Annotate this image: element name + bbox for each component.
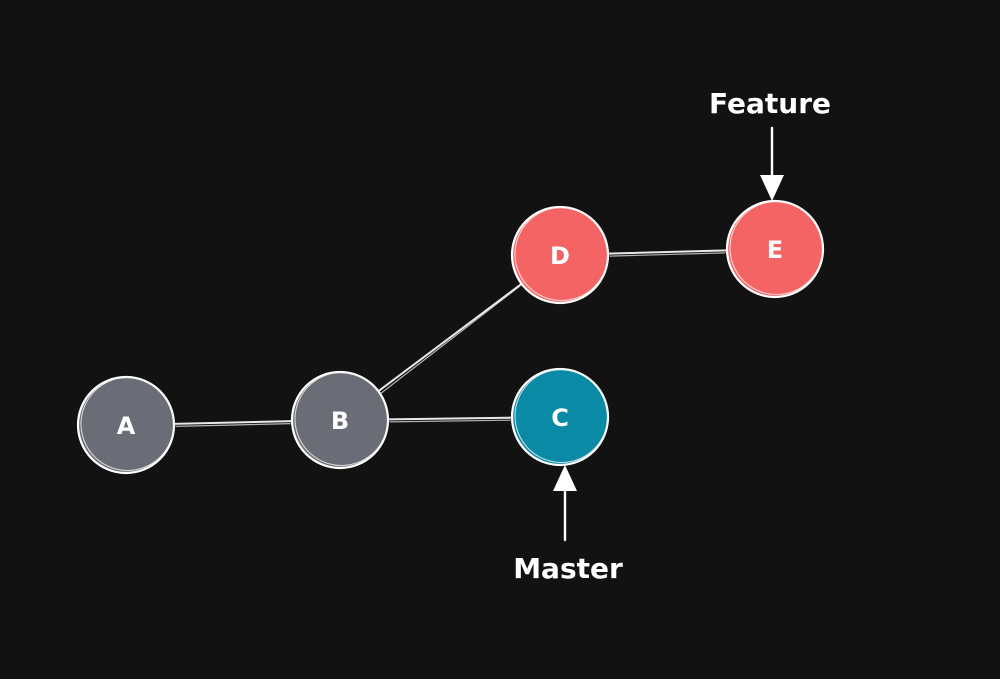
edge-b-d-sketch <box>379 285 521 395</box>
commit-label-c: C <box>551 404 569 432</box>
commit-node-c[interactable]: C <box>510 367 610 467</box>
branch-pointer-master[interactable]: Master <box>513 465 623 585</box>
commit-label-b: B <box>331 407 349 435</box>
edge-a-b <box>172 420 294 425</box>
commit-node-a[interactable]: A <box>76 375 176 475</box>
commit-circle-d-sketch <box>514 206 609 302</box>
edges-layer <box>172 249 729 427</box>
branch-label-master: Master <box>513 552 623 585</box>
edge-d-e <box>606 249 729 255</box>
commit-label-e: E <box>767 236 783 264</box>
arrow-up-icon <box>553 465 577 491</box>
branch-pointer-feature[interactable]: Feature <box>709 87 831 201</box>
commit-circle-e-sketch <box>729 200 824 296</box>
commit-label-d: D <box>550 242 570 270</box>
edge-d-e-sketch <box>609 252 726 257</box>
commit-circle-b-sketch <box>294 371 389 467</box>
edge-b-c <box>386 416 514 421</box>
commit-node-d[interactable]: D <box>510 205 610 305</box>
edge-b-d <box>377 282 523 393</box>
edge-a-b-sketch <box>175 423 291 427</box>
edge-b-c-sketch <box>389 419 511 423</box>
arrow-down-icon <box>760 175 784 201</box>
commit-node-b[interactable]: B <box>290 370 390 470</box>
commit-circle-a-sketch <box>80 376 175 472</box>
branch-label-feature: Feature <box>709 87 831 120</box>
commit-circle-c-sketch <box>514 368 609 464</box>
commit-node-e[interactable]: E <box>725 199 825 299</box>
commit-label-a: A <box>117 412 136 440</box>
